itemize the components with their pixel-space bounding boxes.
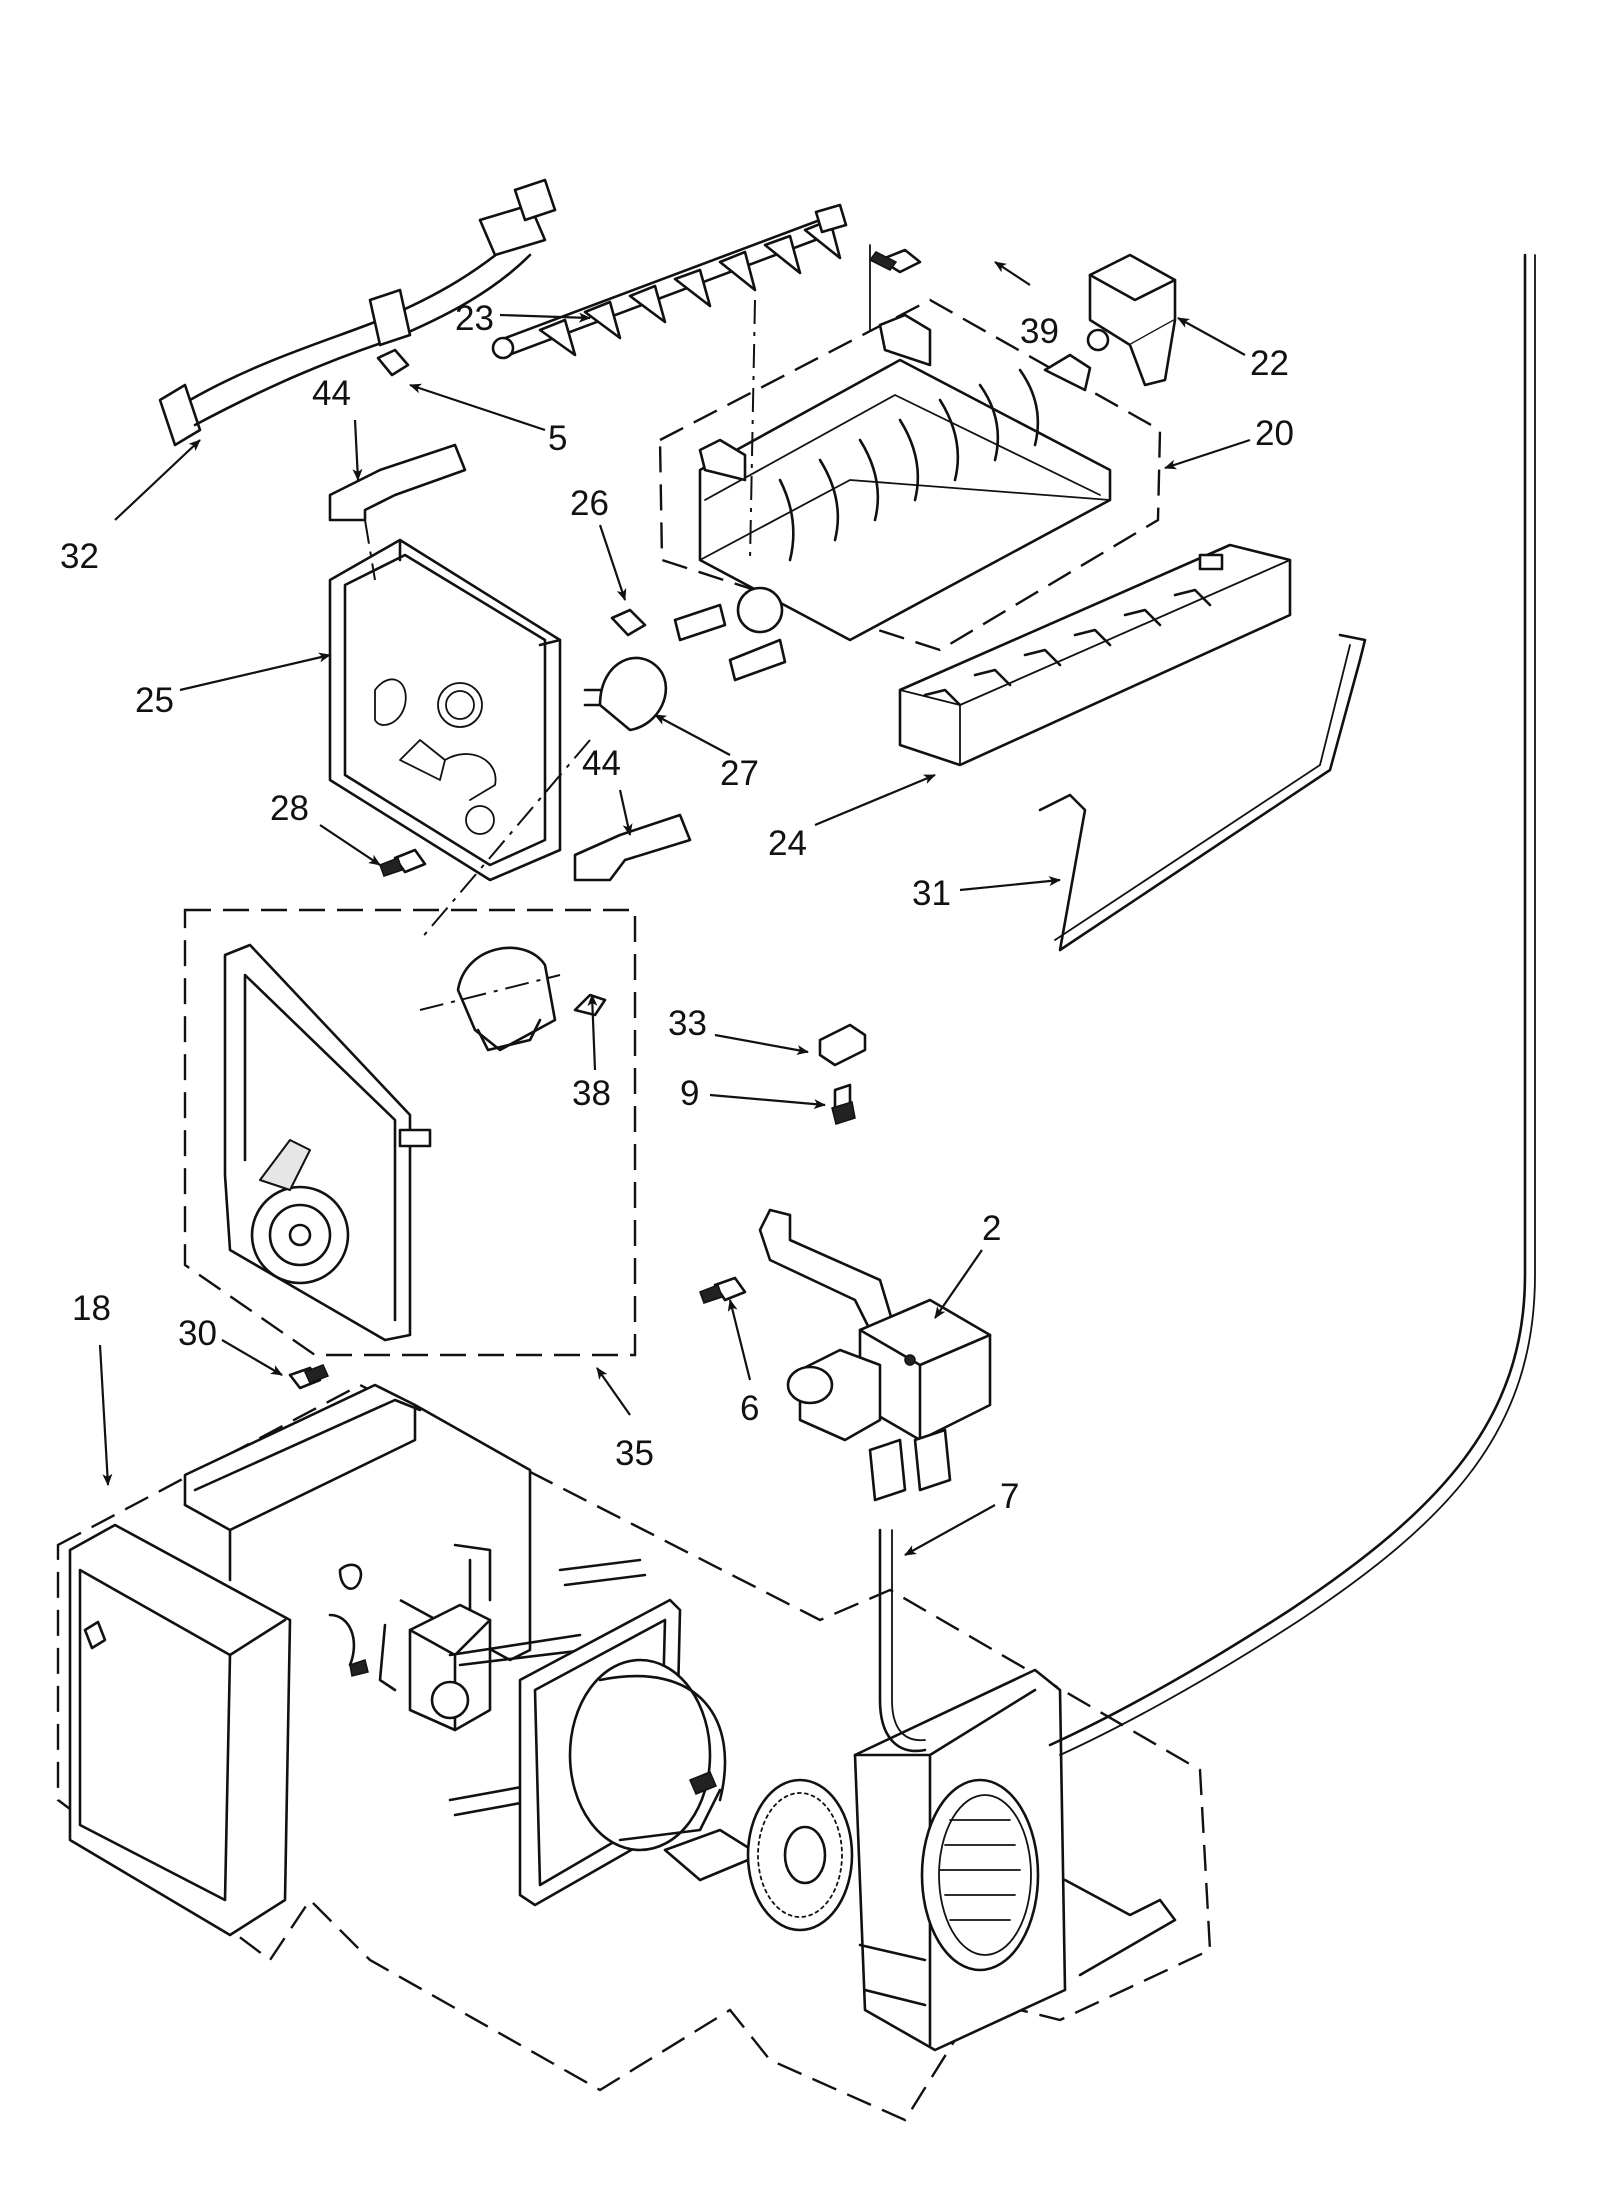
callout-25: 25 bbox=[135, 681, 174, 720]
dispenser-assembly-dashed-outline bbox=[56, 1383, 1212, 2122]
callout-44-lower: 44 bbox=[582, 744, 621, 783]
mold-assembly-dashed-outline bbox=[658, 298, 1162, 652]
bracket-33 bbox=[818, 1023, 867, 1067]
fill-cup bbox=[1086, 253, 1177, 387]
ejector bbox=[491, 203, 848, 360]
callout-18: 18 bbox=[72, 1289, 111, 1328]
callout-26: 26 bbox=[570, 484, 609, 523]
clip-5 bbox=[376, 348, 410, 377]
screw-9 bbox=[831, 1083, 856, 1125]
callout-30: 30 bbox=[178, 1314, 217, 1353]
callout-28: 28 bbox=[270, 789, 309, 828]
thermostat-cap bbox=[583, 656, 668, 732]
dispenser-housing bbox=[68, 1383, 532, 1937]
wire-harness bbox=[158, 178, 557, 447]
callout-labels: 23 5 44 32 26 25 27 44 28 39 22 20 24 31… bbox=[60, 299, 1294, 1516]
motor-plate bbox=[223, 943, 432, 1342]
callout-5: 5 bbox=[548, 419, 567, 458]
callout-32: 32 bbox=[60, 537, 99, 576]
callout-31: 31 bbox=[912, 874, 951, 913]
shield-upper bbox=[328, 443, 467, 522]
long-water-tube-inner bbox=[1059, 254, 1536, 1756]
screw-6 bbox=[699, 1276, 747, 1304]
callout-20: 20 bbox=[1255, 414, 1294, 453]
fill-tube-short-inner bbox=[891, 1529, 926, 1742]
callout-24: 24 bbox=[768, 824, 807, 863]
auger-rods bbox=[448, 1558, 647, 1817]
long-water-tube bbox=[1048, 253, 1527, 1747]
shutoff-arm bbox=[1038, 633, 1367, 952]
module-housing bbox=[328, 538, 562, 882]
callout-9: 9 bbox=[680, 1074, 699, 1113]
screw-39 bbox=[868, 248, 922, 274]
stripper-cover bbox=[898, 543, 1292, 767]
ice-mold bbox=[673, 313, 1112, 682]
screw-30 bbox=[288, 1364, 330, 1390]
fan-housing bbox=[853, 1668, 1177, 2052]
fan-wheel bbox=[746, 1778, 854, 1932]
callout-27: 27 bbox=[720, 754, 759, 793]
callout-2: 2 bbox=[982, 1209, 1001, 1248]
water-valve bbox=[758, 1208, 992, 1502]
motor-mount-plate bbox=[518, 1598, 762, 1907]
callout-44-upper: 44 bbox=[312, 374, 351, 413]
leader-lines bbox=[98, 261, 1251, 1556]
callout-6: 6 bbox=[740, 1389, 759, 1428]
callout-22: 22 bbox=[1250, 344, 1289, 383]
callout-39: 39 bbox=[1020, 312, 1059, 351]
fill-tube-short bbox=[878, 1528, 927, 1753]
part-26 bbox=[610, 608, 647, 637]
drive-motor bbox=[456, 946, 607, 1052]
screw-28 bbox=[379, 848, 427, 877]
callout-35: 35 bbox=[615, 1434, 654, 1473]
shield-lower bbox=[573, 813, 692, 882]
callout-23: 23 bbox=[455, 299, 494, 338]
callout-33: 33 bbox=[668, 1004, 707, 1043]
shutoff-arm-inner bbox=[1054, 644, 1351, 941]
callout-38: 38 bbox=[572, 1074, 611, 1113]
solenoid-interlock bbox=[328, 1543, 492, 1732]
callout-7: 7 bbox=[1000, 1477, 1019, 1516]
